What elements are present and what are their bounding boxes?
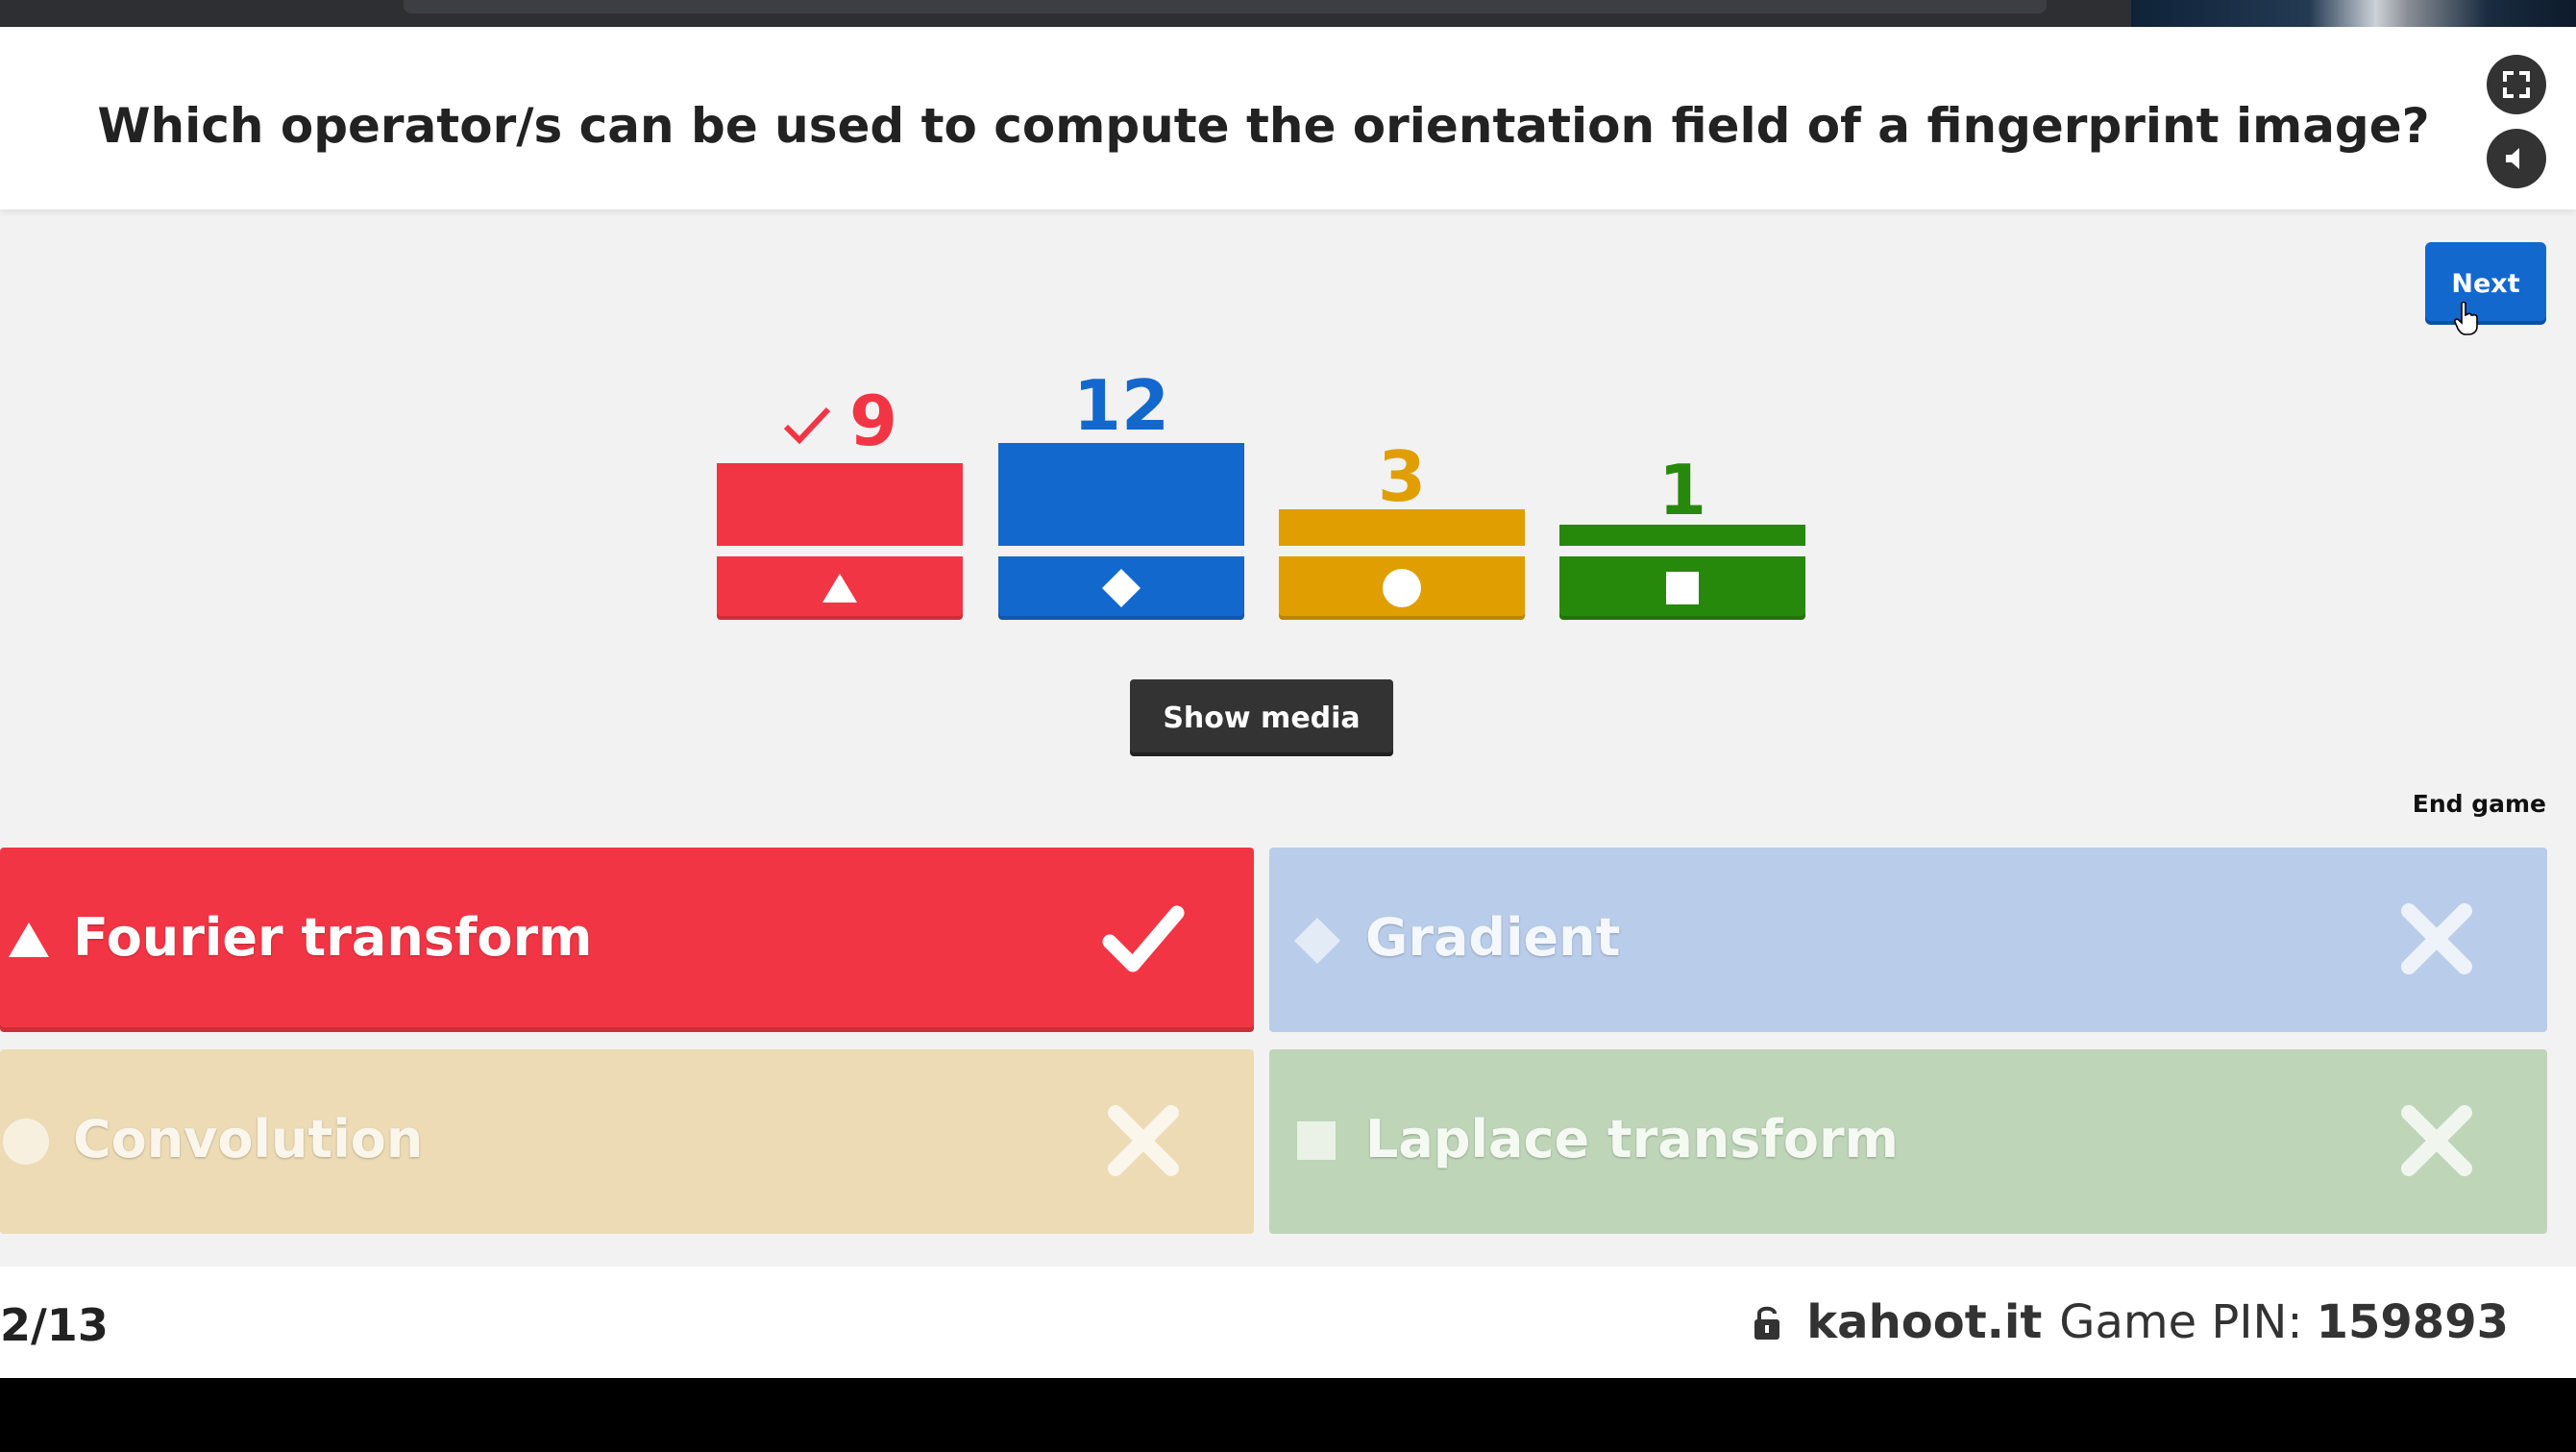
game-pin-area: kahoot.it Game PIN: 159893 [1753,1295,2509,1349]
cross-icon [1108,1105,1179,1176]
fullscreen-button[interactable] [2487,55,2546,114]
address-bar[interactable] [404,0,2047,13]
result-bar [1279,509,1525,546]
game-footer: 2/13 kahoot.it Game PIN: 159893 [0,1267,2576,1378]
result-shape-base [1279,556,1525,620]
result-shape-base [998,556,1244,620]
question-header: Which operator/s can be used to compute … [0,27,2576,209]
result-bar [717,463,963,546]
show-media-button[interactable]: Show media [1130,679,1393,756]
square-icon [1666,572,1699,604]
end-game-link[interactable]: End game [2412,790,2546,818]
answer-label: Fourier transform [73,907,593,968]
answer-label: Laplace transform [1365,1109,1899,1169]
cross-icon [2401,903,2472,974]
pin-label: Game PIN: [2059,1295,2303,1349]
result-bar [998,443,1244,546]
circle-icon [1383,569,1421,607]
site-name: kahoot.it [1806,1295,2043,1349]
question-counter: 2/13 [0,1299,109,1351]
result-bar [1559,525,1805,546]
triangle-icon [9,923,49,957]
result-count: 3 [1377,436,1427,517]
check-icon [1102,905,1185,972]
diamond-icon [1294,918,1340,964]
check-icon [783,407,831,445]
pin-value: 159893 [2316,1295,2509,1349]
sound-button[interactable] [2487,129,2546,188]
hand-cursor-icon [2454,302,2478,335]
question-text: Which operator/s can be used to compute … [97,98,2430,154]
result-count: 12 [1072,365,1170,446]
fullscreen-icon [2503,71,2530,98]
answer-fourier-transform[interactable]: Fourier transform [0,848,1254,1032]
answer-shape [0,848,58,1032]
kahoot-app: Which operator/s can be used to compute … [0,27,2576,1378]
lock-icon[interactable] [1753,1303,1781,1341]
triangle-icon [822,574,857,603]
result-count: 1 [1657,450,1707,530]
circle-icon [3,1119,49,1165]
result-shape-base [1559,556,1805,620]
speaker-icon [2506,148,2519,169]
answer-gradient[interactable]: Gradient [1269,848,2547,1032]
cross-icon [2401,1105,2472,1176]
answer-laplace-transform[interactable]: Laplace transform [1269,1049,2547,1234]
result-shape-base [717,556,963,620]
answer-label: Gradient [1365,907,1621,968]
next-button[interactable]: Next [2425,242,2546,325]
square-icon [1297,1121,1336,1160]
result-count: 9 [717,381,963,461]
diamond-icon [1102,569,1141,607]
answer-convolution[interactable]: Convolution [0,1049,1254,1234]
answer-label: Convolution [73,1109,424,1169]
